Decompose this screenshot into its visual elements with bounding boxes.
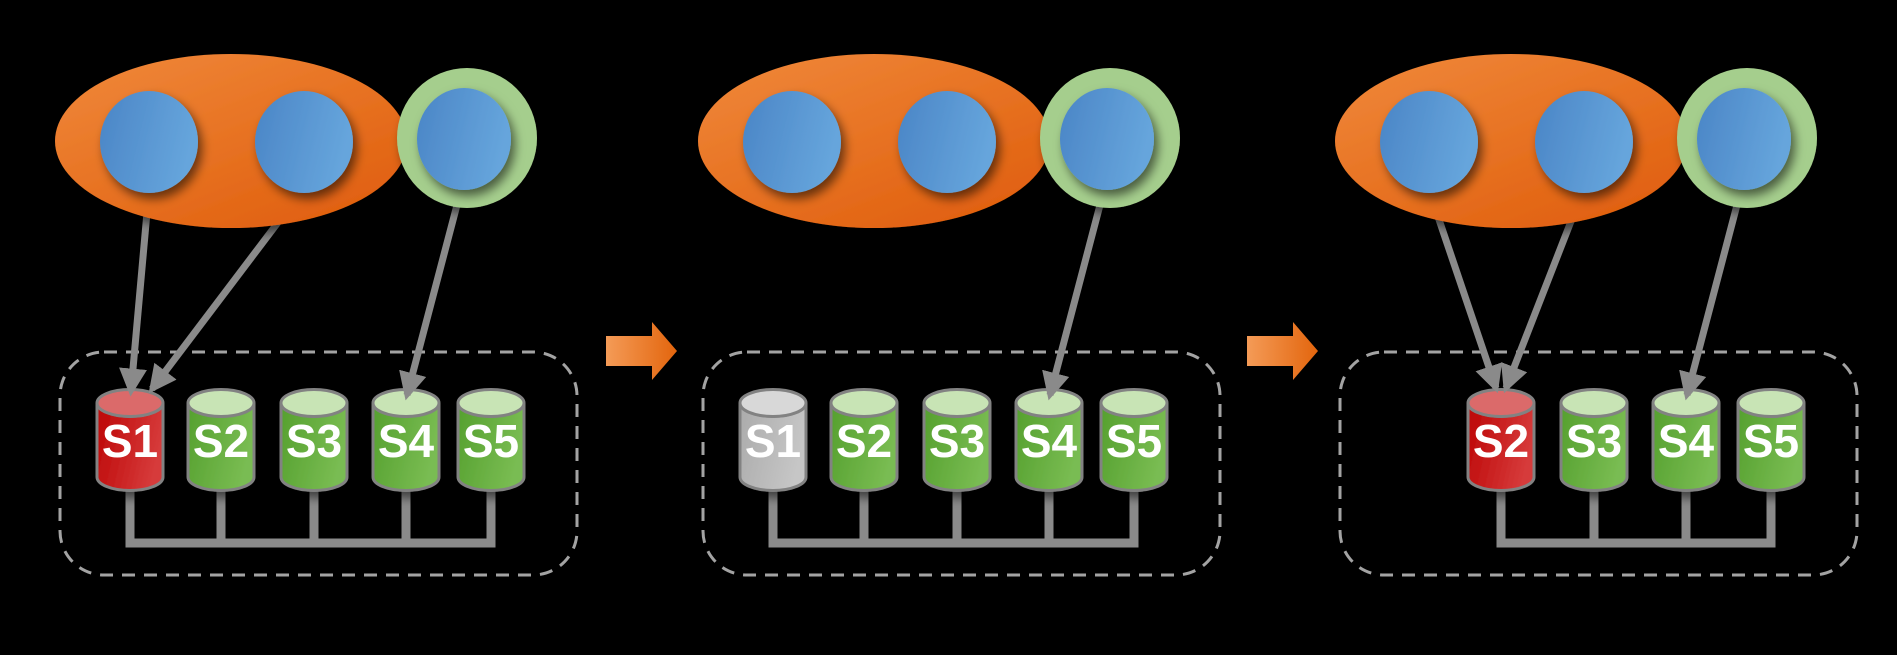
standby-node — [1697, 88, 1791, 190]
cylinder-s2: S2 — [829, 388, 899, 492]
cylinder-label: S2 — [1473, 415, 1529, 467]
cylinder-s2: S2 — [1466, 388, 1536, 492]
cylinder-s5: S5 — [1099, 388, 1169, 492]
cylinder-s3: S3 — [1559, 388, 1629, 492]
cylinder-top — [1559, 388, 1629, 418]
cylinder-top — [1099, 388, 1169, 418]
transition-arrow-icon-1 — [606, 322, 677, 380]
assignment-arrow-standby-s4 — [399, 185, 466, 401]
panel-step-3: S2 S3 S4 S5 — [1335, 54, 1859, 577]
transition-arrow-icon-2 — [1247, 322, 1318, 380]
cylinder-label: S4 — [378, 415, 435, 467]
cylinder-s5: S5 — [1736, 388, 1806, 492]
cylinder-label: S3 — [1566, 415, 1622, 467]
cylinder-top — [456, 388, 526, 418]
primary-node-2 — [898, 91, 996, 193]
cylinder-label: S5 — [1743, 415, 1799, 467]
cylinder-label: S4 — [1658, 415, 1715, 467]
cylinder-top — [1736, 388, 1806, 418]
cylinder-top — [95, 388, 165, 418]
storage-bus — [768, 482, 1139, 548]
cylinder-label: S1 — [102, 415, 158, 467]
cylinder-s3: S3 — [922, 388, 992, 492]
primary-node-1 — [1380, 91, 1478, 193]
cylinder-label: S3 — [929, 415, 985, 467]
cylinder-s4: S4 — [1651, 388, 1721, 492]
storage-bus — [1496, 482, 1776, 548]
assignment-arrow-primary1-s1 — [119, 189, 153, 397]
cylinder-top — [1466, 388, 1536, 418]
assignment-arrow-primary1-s2 — [1425, 188, 1503, 394]
cylinder-label: S2 — [836, 415, 892, 467]
cylinder-top — [922, 388, 992, 418]
assignment-arrow-standby-s4 — [1679, 185, 1746, 401]
primary-node-2 — [1535, 91, 1633, 193]
cylinder-top — [279, 388, 349, 418]
panel-step-2: S1 S2 S3 S4 S5 — [698, 54, 1222, 577]
cylinder-label: S2 — [193, 415, 249, 467]
cylinder-s1: S1 — [738, 388, 808, 492]
primary-node-1 — [743, 91, 841, 193]
cylinder-label: S4 — [1021, 415, 1078, 467]
cylinder-s3: S3 — [279, 388, 349, 492]
standby-node — [417, 88, 511, 190]
cylinder-s5: S5 — [456, 388, 526, 492]
cylinder-label: S3 — [286, 415, 342, 467]
cylinder-label: S5 — [463, 415, 519, 467]
cylinder-s1: S1 — [95, 388, 165, 492]
cylinder-s2: S2 — [186, 388, 256, 492]
cylinder-label: S1 — [745, 415, 801, 467]
assignment-arrow-standby-s4 — [1042, 185, 1109, 401]
panel-step-1: S1 S2 S3 S4 S5 — [55, 54, 579, 577]
cylinder-top — [829, 388, 899, 418]
cylinder-s4: S4 — [371, 388, 441, 492]
cylinder-s4: S4 — [1014, 388, 1084, 492]
primary-node-2 — [255, 91, 353, 193]
standby-node — [1060, 88, 1154, 190]
primary-node-1 — [100, 91, 198, 193]
cylinder-top — [738, 388, 808, 418]
cylinder-top — [186, 388, 256, 418]
storage-bus — [125, 482, 496, 548]
cylinder-label: S5 — [1106, 415, 1162, 467]
